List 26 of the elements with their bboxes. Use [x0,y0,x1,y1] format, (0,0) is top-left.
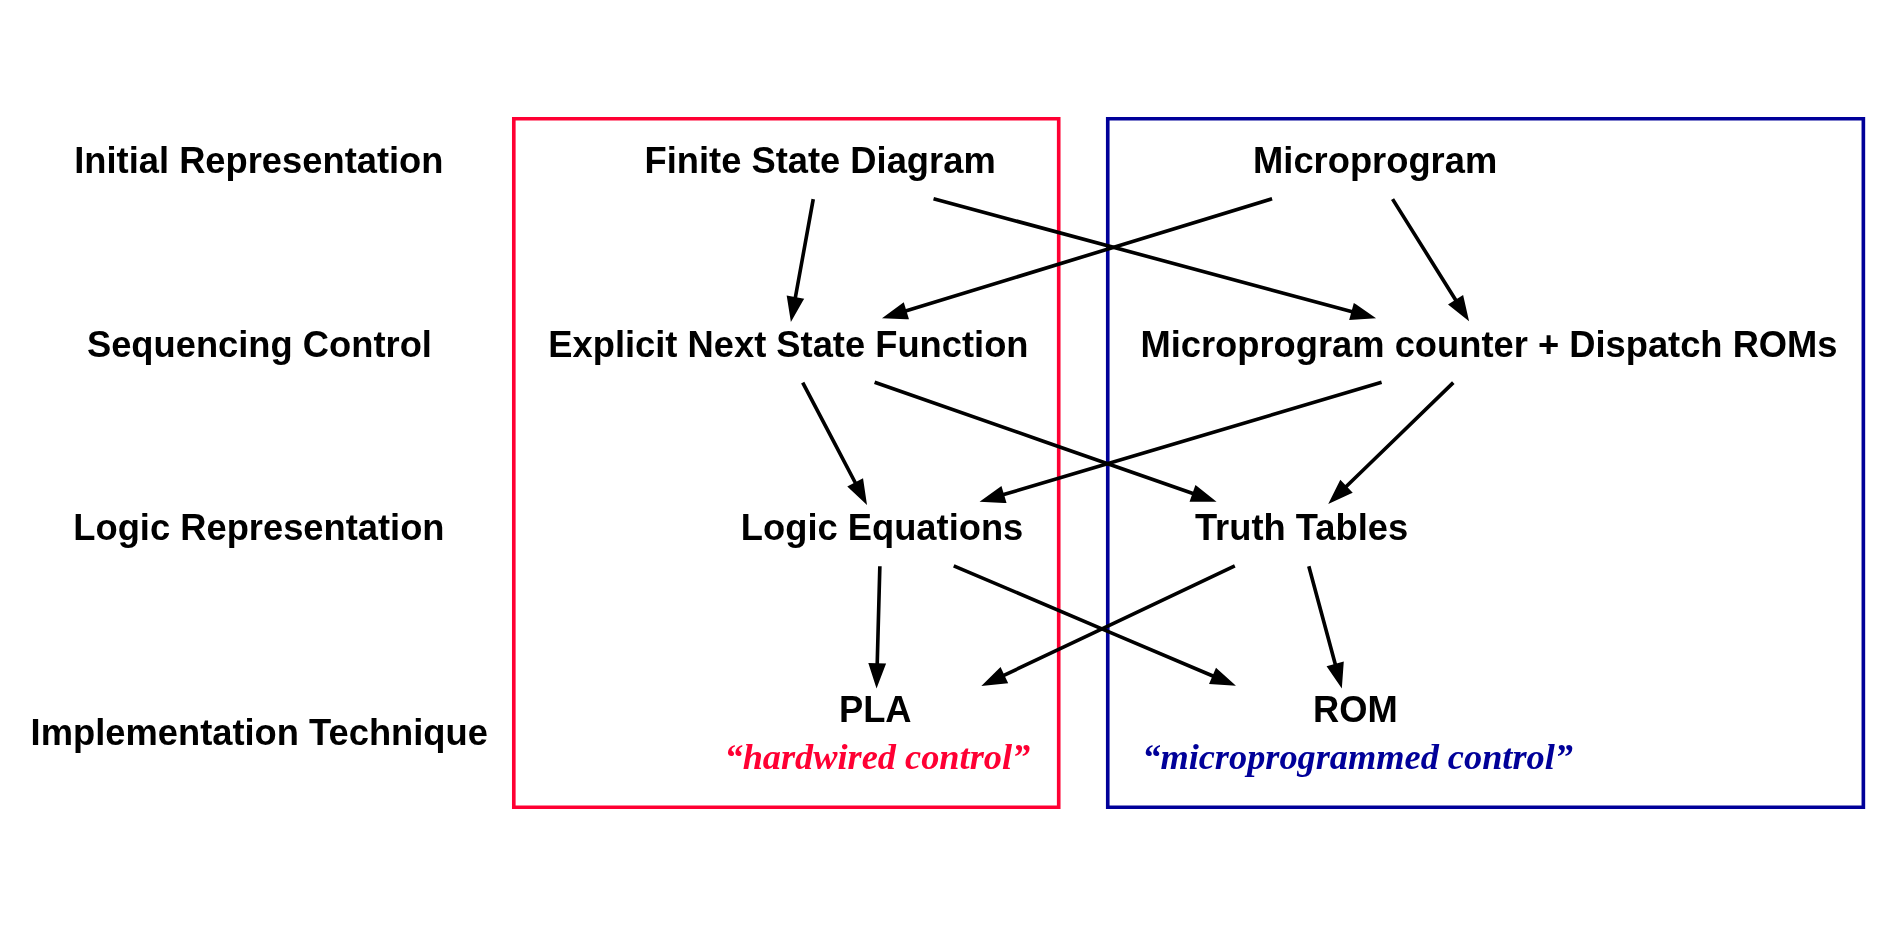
node-text: Logic Equations [740,506,1024,548]
arrow [868,565,887,689]
cluster [1105,116,1866,809]
arrow [1391,197,1470,321]
label: Implementation Technique [30,711,488,753]
arrow [1307,565,1344,688]
cluster [511,116,1061,809]
node-label: “hardwired control” [724,736,1031,777]
arrow [1328,380,1455,504]
node-text: Explicit Next State Function [548,323,1029,365]
node-text: PLA [838,688,912,730]
node-label: “microprogrammed control” [1142,736,1573,777]
arrow [786,198,816,322]
node-text: ROM [1313,688,1398,730]
node-text: Truth Tables [1194,506,1409,548]
arrow [979,379,1383,503]
arrow [874,380,1217,502]
node-text: Finite State Diagram [644,139,996,181]
node-text: Microprogram counter + Dispatch ROMs [1140,323,1838,365]
label: Initial Representation [74,139,444,181]
arrow [933,196,1377,320]
arrow [801,381,867,505]
label: Sequencing Control [86,323,432,365]
node-text: Microprogram [1253,139,1498,181]
label: Logic Representation [73,506,445,548]
arrow [882,196,1273,319]
